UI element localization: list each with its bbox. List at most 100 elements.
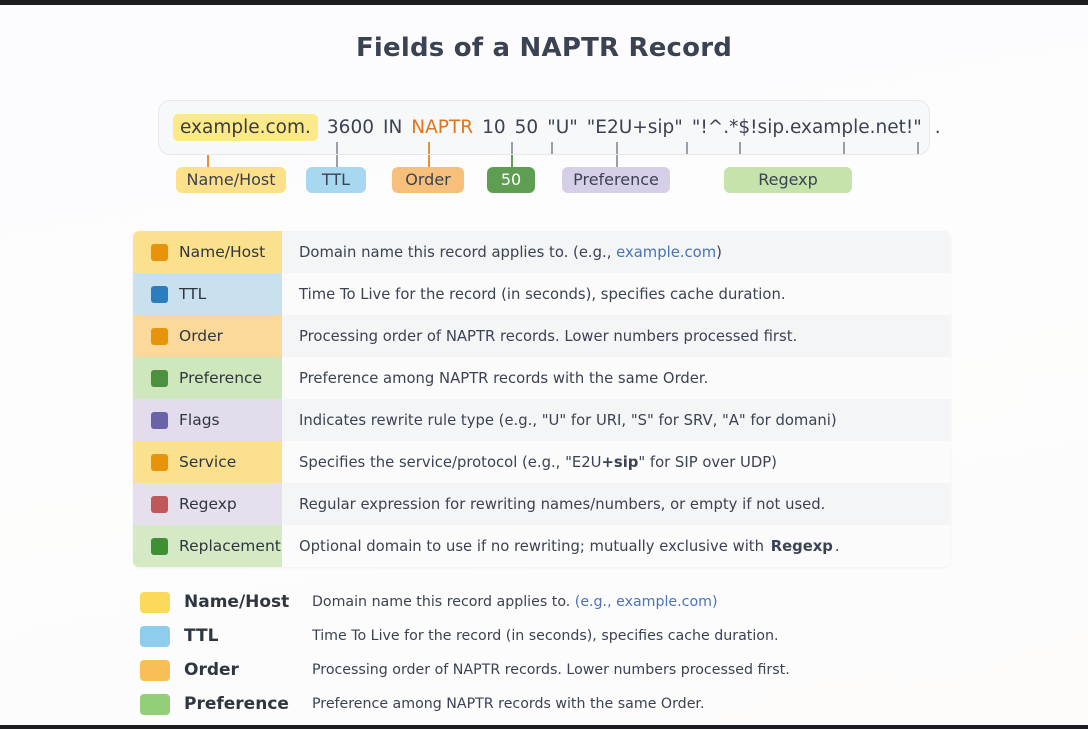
page-title: Fields of a NAPTR Record — [355, 33, 733, 63]
badge-connector-tick — [511, 155, 513, 169]
field-label-cell: Flags — [133, 399, 282, 441]
legend-item: Preference Preference among NAPTR records… — [140, 687, 970, 721]
legend-color-swatch-icon — [140, 625, 170, 647]
naptr-record-panel: example.com. 3600 IN NAPTR 10 50 "U" "E2… — [158, 100, 941, 155]
inline-field-reference: Regexp — [770, 537, 833, 555]
field-label-cell: Replacement — [133, 525, 282, 567]
top-edge-bar — [0, 0, 1088, 5]
field-badge-regexp[interactable]: Regexp — [724, 167, 852, 193]
connector-tick — [511, 142, 513, 154]
table-row: Name/Host Domain name this record applies… — [133, 231, 951, 273]
connector-tick — [616, 142, 618, 154]
legend-color-swatch-icon — [140, 659, 170, 681]
connector-tick — [843, 142, 845, 154]
field-name-label: TTL — [179, 285, 207, 303]
table-row: Service Specifies the service/protocol (e… — [133, 441, 951, 483]
inline-emphasis: +sip — [601, 453, 639, 471]
bottom-edge-bar — [0, 725, 1088, 729]
field-description-text: Preference among NAPTR records with the … — [299, 369, 709, 387]
legend-item-description: Preference among NAPTR records with the … — [312, 696, 705, 712]
table-row: TTL Time To Live for the record (in secon… — [133, 273, 951, 315]
color-swatch-icon — [151, 285, 168, 303]
field-description-text: Optional domain to use if no rewriting; … — [299, 537, 840, 555]
record-token-order: 10 — [482, 117, 506, 138]
field-description-cell: Indicates rewrite rule type (e.g., "U" f… — [282, 399, 951, 441]
field-description-cell: Specifies the service/protocol (e.g., "E… — [282, 441, 951, 483]
color-swatch-icon — [151, 411, 168, 429]
record-token-preference: 50 — [514, 117, 539, 138]
field-label-cell: Name/Host — [133, 231, 282, 273]
connector-tick — [428, 142, 430, 154]
legend-item-label: TTL — [184, 626, 219, 646]
legend-item-description: Domain name this record applies to. (e.g… — [312, 594, 718, 610]
connector-tick — [336, 142, 338, 154]
field-badge-50[interactable]: 50 — [487, 167, 535, 193]
field-label-cell: Service — [133, 441, 282, 483]
field-description-text: Specifies the service/protocol (e.g., "E… — [299, 453, 777, 471]
field-name-label: Order — [179, 327, 224, 345]
connector-tick — [686, 142, 688, 154]
field-badge-name-host[interactable]: Name/Host — [176, 167, 286, 193]
legend-item-description: Processing order of NAPTR records. Lower… — [312, 662, 790, 678]
field-badge-ttl[interactable]: TTL — [306, 167, 366, 193]
field-name-label: Preference — [179, 369, 263, 387]
field-name-label: Service — [179, 453, 237, 471]
field-description-text: Processing order of NAPTR records. Lower… — [299, 327, 798, 345]
field-label-cell: Preference — [133, 357, 282, 399]
table-row: Flags Indicates rewrite rule type (e.g., … — [133, 399, 951, 441]
legend-item-label: Name/Host — [184, 592, 290, 612]
field-description-cell: Time To Live for the record (in seconds)… — [282, 273, 951, 315]
field-description-cell: Optional domain to use if no rewriting; … — [282, 525, 951, 567]
color-swatch-icon — [151, 327, 168, 345]
color-swatch-icon — [151, 369, 168, 387]
color-swatch-icon — [151, 243, 168, 261]
table-row: Replacement Optional domain to use if no … — [133, 525, 951, 567]
field-label-cell: TTL — [133, 273, 282, 315]
field-badge-order[interactable]: Order — [392, 167, 464, 193]
field-table: Name/Host Domain name this record applies… — [133, 231, 951, 567]
field-description-text: Time To Live for the record (in seconds)… — [299, 285, 786, 303]
record-token-host: example.com. — [173, 114, 318, 141]
legend-list: Name/Host Domain name this record applies… — [140, 585, 970, 721]
field-description-cell: Preference among NAPTR records with the … — [282, 357, 951, 399]
record-token-flags: "U" — [547, 117, 578, 138]
inline-example-link[interactable]: example.com — [616, 243, 717, 261]
color-swatch-icon — [151, 453, 168, 471]
legend-inline-example-link[interactable]: (e.g., example.com) — [574, 594, 718, 610]
record-token-class: IN — [383, 117, 403, 138]
badge-connector-tick — [336, 155, 338, 169]
legend-item: Name/Host Domain name this record applies… — [140, 585, 970, 619]
legend-item: TTL Time To Live for the record (in secon… — [140, 619, 970, 653]
legend-color-swatch-icon — [140, 693, 170, 715]
field-name-label: Replacement — [179, 537, 281, 555]
legend-color-swatch-icon — [140, 591, 170, 613]
field-name-label: Flags — [179, 411, 220, 429]
field-description-text: Domain name this record applies to. (e.g… — [299, 243, 722, 261]
connector-tick — [739, 142, 741, 154]
legend-item-label: Order — [184, 660, 239, 680]
connector-tick — [551, 142, 553, 154]
table-row: Regexp Regular expression for rewriting n… — [133, 483, 951, 525]
badge-connector-tick — [616, 155, 618, 169]
field-description-text: Regular expression for rewriting names/n… — [299, 495, 826, 513]
connector-tick — [917, 142, 919, 154]
field-badge-preference[interactable]: Preference — [562, 167, 670, 193]
field-description-text: Indicates rewrite rule type (e.g., "U" f… — [299, 411, 837, 429]
page-canvas: Fields of a NAPTR Record example.com. 36… — [0, 5, 1088, 725]
color-swatch-icon — [151, 495, 168, 513]
record-token-type: NAPTR — [411, 117, 474, 138]
field-description-cell: Regular expression for rewriting names/n… — [282, 483, 951, 525]
table-row: Preference Preference among NAPTR records… — [133, 357, 951, 399]
legend-item-description: Time To Live for the record (in seconds)… — [312, 628, 779, 644]
table-row: Order Processing order of NAPTR records. … — [133, 315, 951, 357]
field-description-cell: Processing order of NAPTR records. Lower… — [282, 315, 951, 357]
record-token-service: "E2U+sip" — [586, 117, 683, 138]
record-token-replacement: . — [934, 117, 941, 138]
field-description-cell: Domain name this record applies to. (e.g… — [282, 231, 951, 273]
record-token-ttl: 3600 — [326, 117, 374, 138]
legend-item-label: Preference — [184, 694, 289, 714]
field-label-cell: Regexp — [133, 483, 282, 525]
record-token-regexp: "!^.*$!sip.example.net!" — [691, 117, 922, 138]
color-swatch-icon — [151, 537, 168, 555]
badge-connector-tick — [428, 155, 430, 169]
